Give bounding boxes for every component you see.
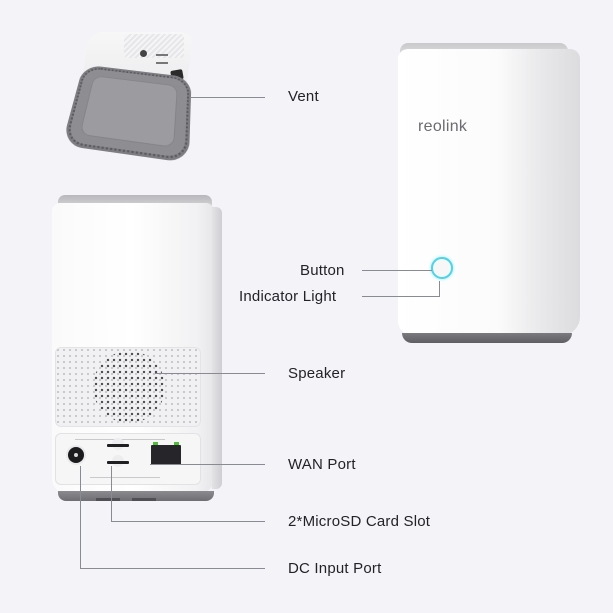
- wan-leader-line: [150, 464, 265, 465]
- microsd-slot-2: [107, 461, 129, 464]
- sd-slot-icon: [156, 54, 168, 56]
- port-panel: [55, 433, 201, 485]
- brand-logo: reolink: [418, 118, 468, 135]
- vent-label: Vent: [288, 88, 319, 105]
- device-body: [398, 49, 580, 335]
- button-leader-line: [362, 270, 432, 271]
- indicator-leader-line: [362, 296, 439, 297]
- button-label: Button: [300, 262, 345, 279]
- port-label-line: [90, 477, 160, 478]
- dc-leader-line: [80, 568, 265, 569]
- vent-leader-line: [190, 97, 265, 98]
- wan-port-label: WAN Port: [288, 456, 356, 473]
- microsd-leader-line-vertical: [111, 466, 112, 522]
- speaker-label: Speaker: [288, 365, 346, 382]
- microsd-leader-line: [111, 521, 265, 522]
- microsd-label: 2*MicroSD Card Slot: [288, 513, 431, 530]
- indicator-leader-line-vertical: [439, 281, 440, 297]
- indicator-light-button: [431, 257, 453, 279]
- speaker-icon: [93, 351, 165, 423]
- device-base: [402, 333, 572, 343]
- microsd-slot-1: [107, 444, 129, 447]
- dc-input-port: [68, 447, 84, 463]
- device-base: [58, 491, 214, 501]
- rubber-pad: [79, 75, 178, 148]
- foot-pad: [132, 498, 156, 501]
- speaker-grille: [55, 347, 201, 427]
- device-front-view: reolink: [398, 43, 580, 351]
- dc-port-icon: [140, 50, 147, 57]
- link-led: [153, 442, 158, 445]
- indicator-light-label: Indicator Light: [239, 288, 337, 305]
- device-side: [212, 207, 222, 489]
- device-rear-view: [52, 195, 224, 505]
- wan-port: [151, 442, 181, 465]
- vent-grille: [61, 64, 192, 164]
- foot-pad: [96, 498, 120, 501]
- dc-leader-line-vertical: [80, 466, 81, 569]
- sd-slot-icon: [156, 62, 168, 64]
- dc-input-label: DC Input Port: [288, 560, 382, 577]
- device-underside-view: [61, 32, 194, 164]
- speaker-leader-line: [155, 373, 265, 374]
- activity-led: [174, 442, 179, 445]
- side-grille: [124, 34, 184, 58]
